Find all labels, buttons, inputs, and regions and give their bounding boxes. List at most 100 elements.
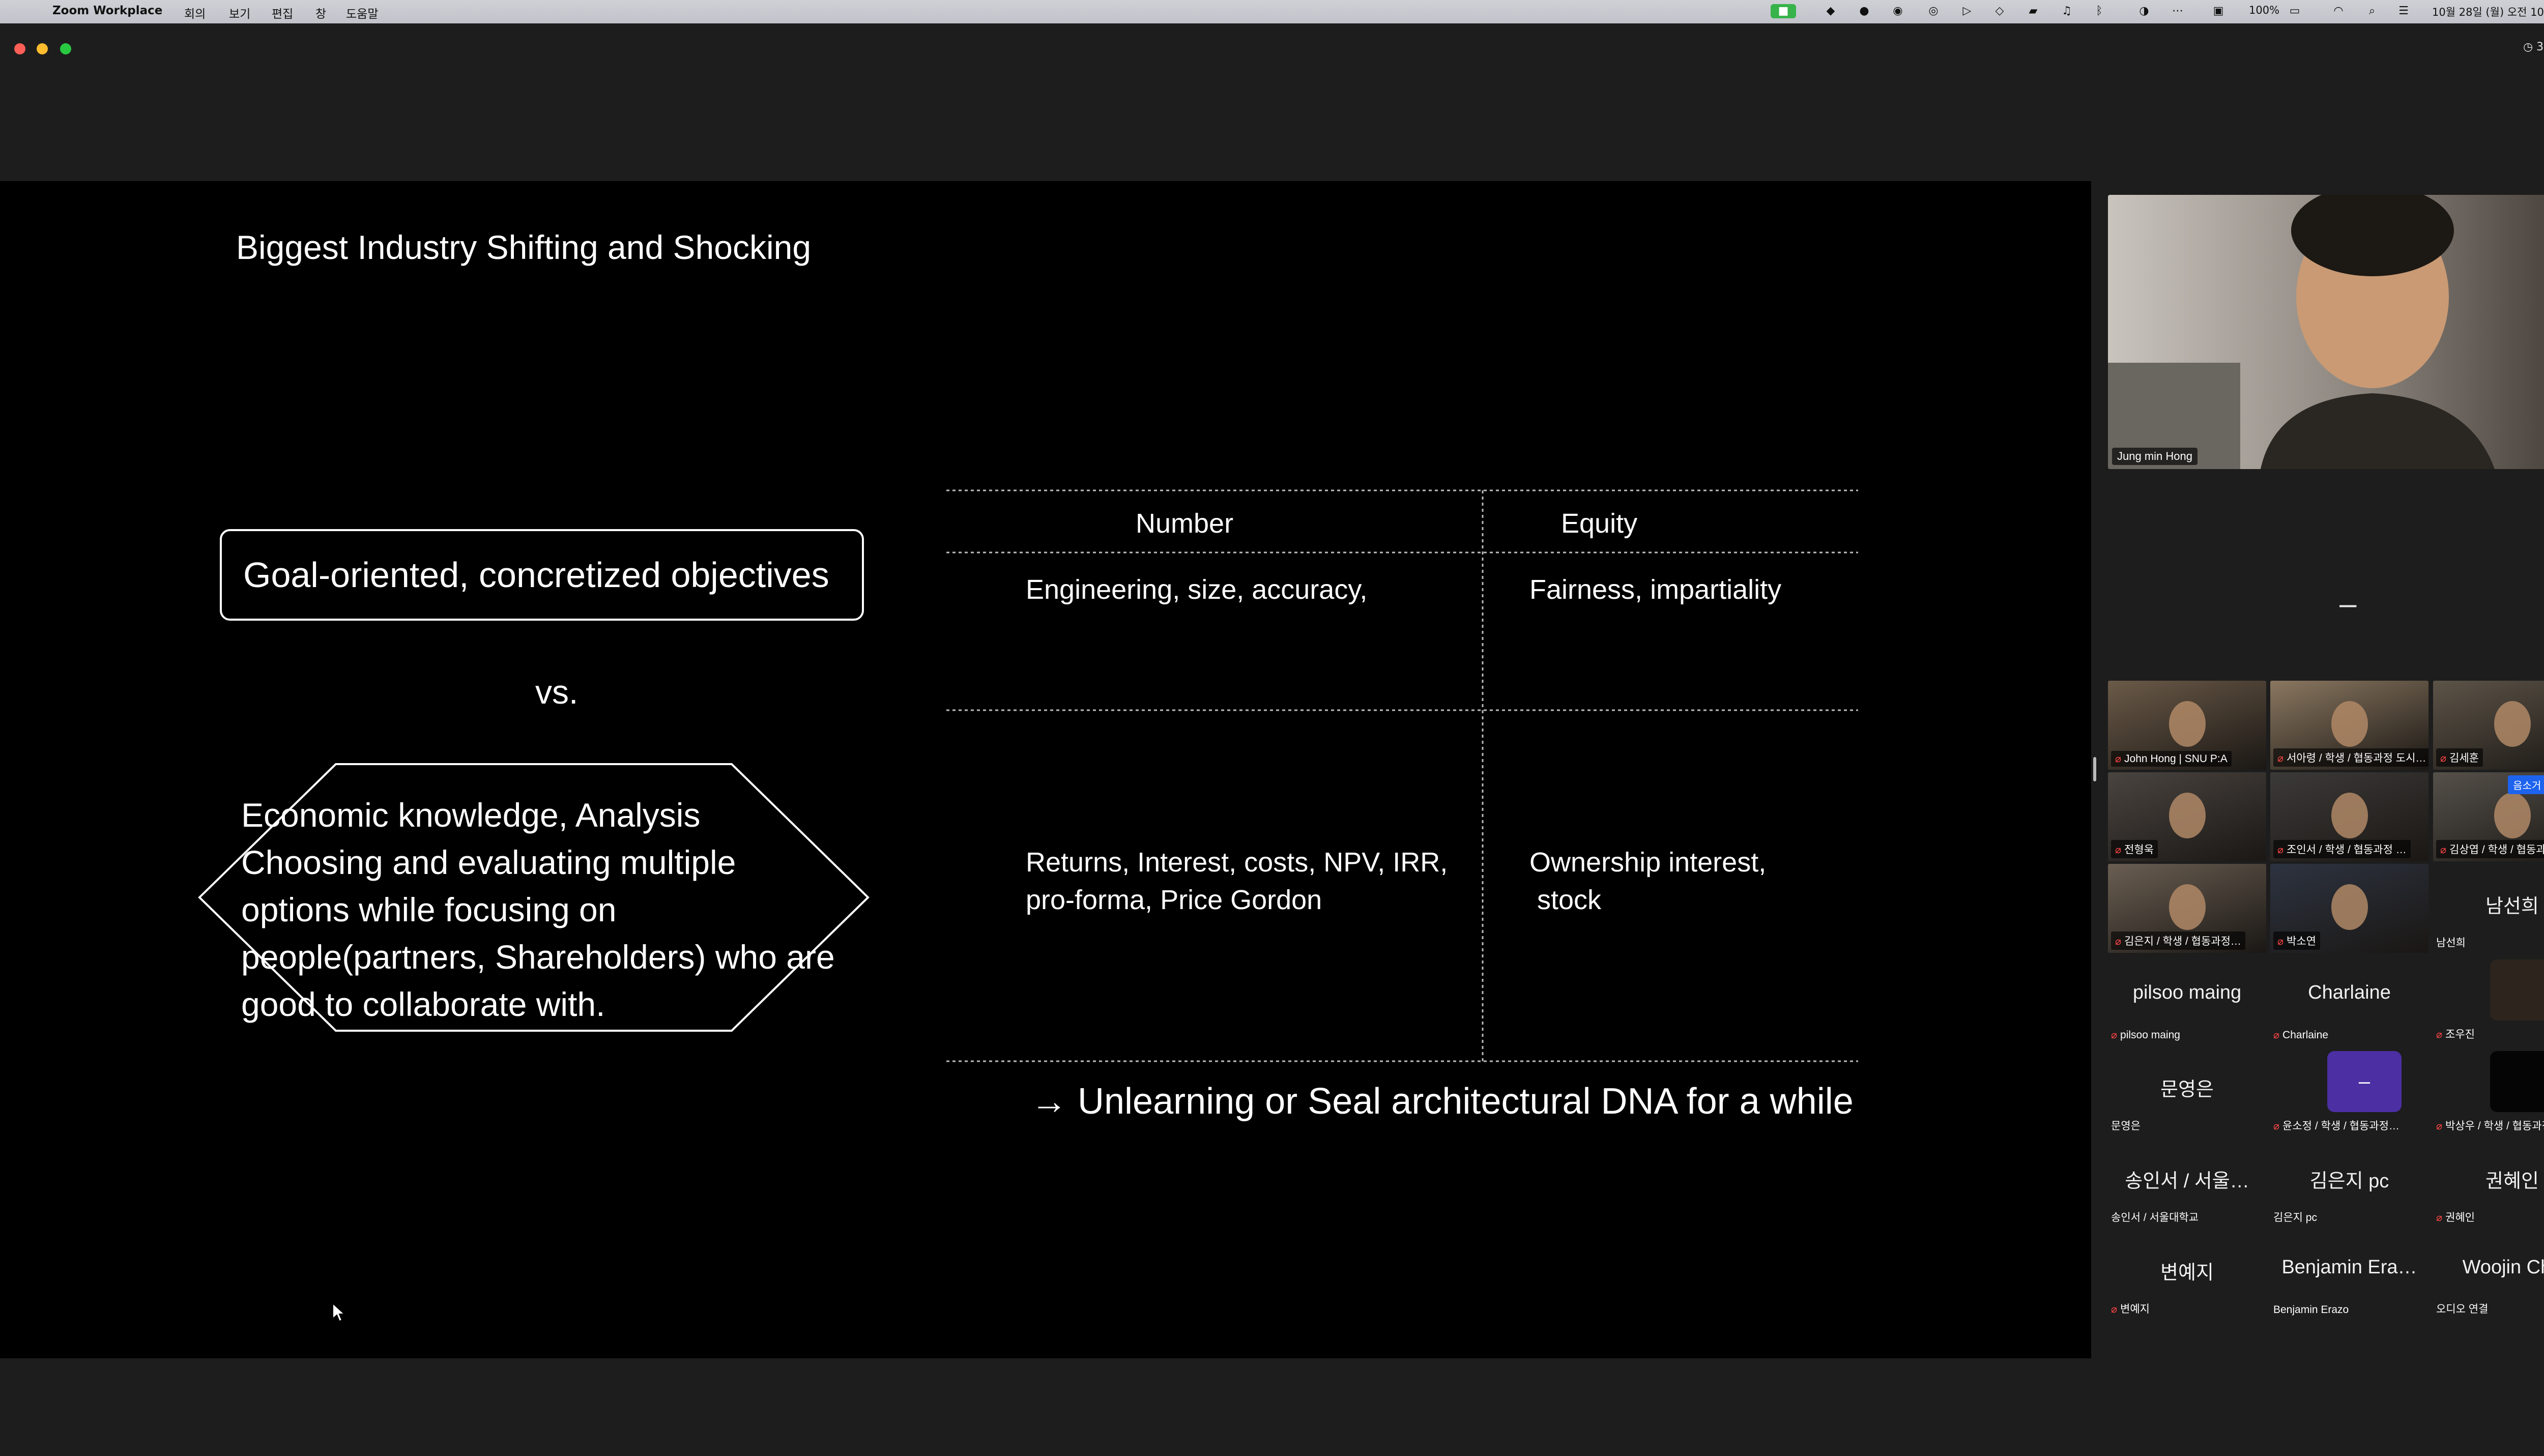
participant-name-label: 송인서 / 서울대학교 — [2111, 1209, 2199, 1225]
participant-tile[interactable]: ⌀박상우 / 학생 / 협동과정… — [2433, 1047, 2544, 1136]
participant-name-label: ⌀Charlaine — [2273, 1029, 2328, 1041]
participant-tile[interactable]: pilsoo maing⌀pilsoo maing — [2108, 955, 2266, 1044]
participant-tile[interactable]: ⌀조인서 / 학생 / 협동과정 … — [2270, 772, 2429, 861]
unmute-request-banner[interactable]: 음소거 해제 요청 — [2508, 775, 2544, 794]
settings-status-icon[interactable]: ◎ — [1928, 5, 1939, 17]
participant-tile[interactable]: ⌀서아령 / 학생 / 협동과정 도시설… — [2270, 681, 2429, 770]
participant-tile[interactable]: ⌀박소연 — [2270, 864, 2429, 953]
menu-view[interactable]: 보기 — [229, 8, 251, 21]
participant-tile[interactable]: 변예지⌀변예지 — [2108, 1230, 2266, 1319]
menu-bar: Zoom Workplace 회의 보기 편집 창 도움말 ■ ◆ ● ◉ ◎ … — [0, 0, 2544, 23]
participant-display-name: Benjamin Era… — [2281, 1257, 2417, 1278]
focus-icon[interactable]: ◑ — [2139, 5, 2149, 17]
close-window-button[interactable] — [14, 43, 25, 54]
participant-tile[interactable]: Woojin Cho오디오 연결 — [2433, 1230, 2544, 1319]
econ-text: Economic knowledge, Analysis Choosing an… — [241, 796, 835, 1023]
menu-help[interactable]: 도움말 — [346, 8, 379, 21]
goal-box: Goal-oriented, concretized objectives — [220, 529, 864, 621]
participant-name-text: John Hong | SNU P:A — [2124, 753, 2228, 765]
play-status-icon[interactable]: ▷ — [1962, 5, 1972, 17]
participant-name-text: 권혜인 — [2445, 1212, 2475, 1224]
participant-tile[interactable]: 권혜인⌀권혜인 — [2433, 1139, 2544, 1228]
menu-meeting[interactable]: 회의 — [184, 8, 206, 21]
participant-name-label: ⌀김세훈 — [2436, 748, 2483, 767]
muted-mic-icon: ⌀ — [2436, 1212, 2443, 1224]
participant-tile[interactable]: ⌀김은지 / 학생 / 협동과정… — [2108, 864, 2266, 953]
menu-window[interactable]: 창 — [315, 8, 327, 21]
hexagon-shape — [198, 763, 870, 1032]
participant-name-text: 변예지 — [2120, 1303, 2150, 1315]
participant-name-text: 김은지 pc — [2273, 1212, 2317, 1224]
participant-name-text: 박소연 — [2287, 936, 2317, 947]
menu-edit[interactable]: 편집 — [272, 8, 294, 21]
fullscreen-window-button[interactable] — [60, 43, 71, 54]
table-cell: Ownership interest, stock — [1529, 847, 1767, 915]
battery-icon[interactable]: ▭ — [2289, 5, 2300, 17]
zoom-status-icon[interactable]: ◉ — [1893, 5, 1903, 17]
active-speaker-video[interactable]: Jung min Hong — [2108, 195, 2544, 469]
minimize-window-button[interactable] — [37, 43, 48, 54]
mouse-cursor-icon — [332, 1302, 346, 1322]
participant-name-label: 남선희 — [2436, 935, 2466, 950]
participant-tile[interactable]: Charlaine⌀Charlaine — [2270, 955, 2429, 1044]
participant-display-name: pilsoo maing — [2132, 982, 2242, 1003]
participant-tile[interactable]: Benjamin Era… Benjamin Erazo — [2270, 1230, 2429, 1319]
gallery-divider[interactable]: – — [2339, 587, 2357, 621]
table-cell: Fairness, impartiality — [1529, 574, 1782, 605]
table-cell: Returns, Interest, costs, NPV, IRR, pro-… — [1026, 847, 1448, 915]
participant-tile[interactable]: 송인서 / 서울…송인서 / 서울대학교 — [2108, 1139, 2266, 1228]
participant-tile[interactable]: ⌀조우진 — [2433, 955, 2544, 1044]
participant-tile[interactable]: ⌀John Hong | SNU P:A — [2108, 681, 2266, 770]
participant-video — [2331, 793, 2368, 838]
participant-video — [2331, 884, 2368, 930]
table-cell: Engineering, size, accuracy, — [1026, 574, 1368, 605]
chat-status-icon[interactable]: ▰ — [2029, 5, 2038, 17]
muted-mic-icon: ⌀ — [2115, 936, 2122, 947]
participant-name-text: Charlaine — [2282, 1029, 2328, 1041]
participant-display-name: Charlaine — [2308, 982, 2391, 1003]
participant-name-text: 김세훈 — [2449, 752, 2479, 764]
table-header-equity: Equity — [1561, 508, 1638, 539]
participant-tile[interactable]: ⌀김상엽 / 학생 / 협동과정 …음소거 해제 요청 — [2433, 772, 2544, 861]
participant-name-text: 오디오 연결 — [2436, 1303, 2489, 1315]
zoom-camera-icon[interactable]: ■ — [1771, 4, 1796, 18]
participant-video — [2331, 701, 2368, 747]
audio-status-icon[interactable]: ♫ — [2062, 5, 2072, 17]
participant-name-text: 조인서 / 학생 / 협동과정 … — [2287, 844, 2407, 856]
panel-resize-handle[interactable] — [2093, 757, 2096, 781]
clock[interactable]: 10월 28일 (월) 오전 10:11 — [2432, 6, 2544, 18]
participant-name-label: ⌀박상우 / 학생 / 협동과정… — [2436, 1118, 2544, 1133]
participant-name-label: ⌀윤소정 / 학생 / 협동과정… — [2273, 1118, 2400, 1133]
app-menu-zoom[interactable]: Zoom Workplace — [52, 4, 163, 17]
bluetooth-icon[interactable]: ᛒ — [2096, 5, 2103, 17]
meeting-bottom-area — [0, 1358, 2544, 1456]
participant-tile[interactable]: –⌀윤소정 / 학생 / 협동과정… — [2270, 1047, 2429, 1136]
muted-mic-icon: ⌀ — [2277, 936, 2284, 947]
avatar — [2490, 1051, 2544, 1112]
meeting-timer[interactable]: ◷ 30:23 ⌄ — [2523, 41, 2544, 53]
muted-mic-icon: ⌀ — [2273, 1121, 2280, 1132]
app-icon[interactable]: ● — [1859, 5, 1869, 17]
participant-name-text: Benjamin Erazo — [2273, 1304, 2349, 1316]
participant-display-name: 남선희 — [2485, 896, 2539, 917]
search-icon[interactable]: ⌕ — [2368, 5, 2376, 17]
dots-status-icon[interactable]: ⋯ — [2172, 5, 2183, 17]
participant-tile[interactable]: ⌀김세훈 — [2433, 681, 2544, 770]
meeting-timer-value: 30:23 — [2536, 41, 2544, 53]
control-center-icon[interactable]: ☰ — [2398, 5, 2409, 17]
extension-icon[interactable]: ◆ — [1826, 5, 1835, 17]
wifi-icon[interactable]: ◠ — [2333, 5, 2344, 17]
shield-status-icon[interactable]: ◇ — [1995, 5, 2004, 17]
muted-mic-icon: ⌀ — [2273, 1030, 2280, 1041]
table-header-number: Number — [1136, 508, 1234, 539]
participant-tile[interactable]: ⌀전형욱 — [2108, 772, 2266, 861]
participant-name-text: 조우진 — [2445, 1029, 2475, 1040]
participant-name-label: ⌀박소연 — [2273, 931, 2321, 950]
vs-label: vs. — [535, 673, 579, 711]
avatar — [2490, 959, 2544, 1021]
participant-name-text: 송인서 / 서울대학교 — [2111, 1212, 2199, 1224]
keyboard-input-icon[interactable]: ▣ — [2213, 5, 2224, 17]
